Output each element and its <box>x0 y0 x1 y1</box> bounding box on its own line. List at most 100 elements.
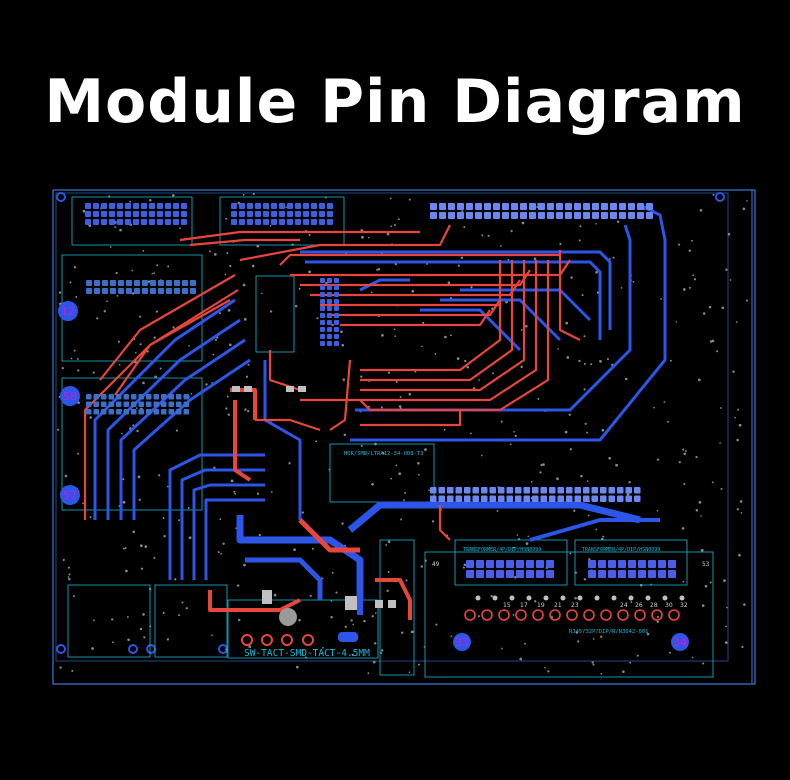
header-pin <box>86 280 92 286</box>
via <box>683 452 687 456</box>
via <box>222 542 225 545</box>
header-pin <box>549 495 556 502</box>
header-pin <box>157 211 163 217</box>
header-pin <box>583 203 590 210</box>
via <box>428 489 430 492</box>
via <box>746 200 748 202</box>
header-pin <box>334 306 339 311</box>
header-pin <box>176 409 182 415</box>
rj45-pin <box>532 609 544 621</box>
via <box>559 242 562 246</box>
header-pin <box>327 203 333 209</box>
via <box>564 430 568 434</box>
header-pin <box>85 219 91 225</box>
header-pin <box>638 560 646 568</box>
via <box>185 607 188 610</box>
via <box>726 606 728 609</box>
switch-pad <box>261 634 273 646</box>
top-copper-traces <box>83 224 581 620</box>
via <box>709 340 713 343</box>
header-pin <box>520 212 527 219</box>
via <box>139 544 143 548</box>
via <box>114 226 117 229</box>
header-pin <box>610 212 617 219</box>
via <box>683 482 686 486</box>
header-pin <box>149 203 155 209</box>
header-pin <box>617 487 624 494</box>
header-pin <box>588 570 596 578</box>
header-pin <box>118 280 124 286</box>
header-pin <box>546 560 554 568</box>
designator-34: 34 <box>673 636 687 649</box>
via <box>220 552 223 555</box>
pad <box>298 386 306 392</box>
via <box>233 490 236 493</box>
via <box>414 370 417 373</box>
via <box>325 281 328 285</box>
header-pin <box>153 409 159 415</box>
via <box>252 192 255 196</box>
via <box>242 193 245 196</box>
via <box>721 306 725 310</box>
via <box>68 573 71 576</box>
via <box>153 336 156 339</box>
via <box>512 613 515 616</box>
jack-number: 32 <box>680 602 688 609</box>
header-pin <box>327 334 332 339</box>
via <box>667 420 669 423</box>
via <box>408 392 412 396</box>
via <box>139 343 142 346</box>
header-pin <box>540 495 547 502</box>
header-pin <box>295 211 301 217</box>
jack-number: 17 <box>520 602 528 609</box>
via <box>129 200 132 203</box>
via <box>584 422 587 425</box>
header-pin <box>583 495 590 502</box>
via <box>745 299 748 302</box>
via <box>293 548 296 552</box>
via <box>75 295 78 298</box>
via <box>599 360 602 363</box>
via <box>735 321 738 323</box>
via <box>569 552 572 555</box>
rj45-pin <box>498 609 510 621</box>
via <box>237 618 241 622</box>
header-pin <box>157 203 163 209</box>
header-pin <box>327 306 332 311</box>
via <box>732 370 735 373</box>
via <box>77 401 80 404</box>
header-pin <box>181 203 187 209</box>
via <box>137 475 141 479</box>
header-pin <box>439 212 446 219</box>
via <box>149 198 152 202</box>
header-pin <box>327 211 333 217</box>
header-pin <box>439 203 446 210</box>
via <box>702 662 705 665</box>
header-pin <box>334 327 339 332</box>
header-pin <box>502 212 509 219</box>
mounting-hole-bottom-left <box>56 644 66 654</box>
transformer-label-right: TRANSFORMER/4P/DIP/HSN0099 <box>582 547 660 553</box>
via <box>126 615 129 618</box>
header-pin <box>464 495 471 502</box>
trace-top <box>330 299 501 317</box>
header-pin <box>255 219 261 225</box>
via-field <box>57 192 748 675</box>
header-pin <box>320 306 325 311</box>
board-outline <box>52 189 756 685</box>
via <box>734 416 736 419</box>
via <box>213 253 217 256</box>
via <box>228 343 232 347</box>
header-pin <box>566 495 573 502</box>
rj45-pin-small <box>679 595 685 601</box>
via <box>524 642 527 645</box>
via <box>143 636 146 639</box>
jack-number: 24 <box>620 602 628 609</box>
header-pin <box>520 203 527 210</box>
jack-number: 15 <box>503 602 511 609</box>
via <box>569 448 572 451</box>
via <box>682 288 686 291</box>
header-pin <box>334 320 339 325</box>
via <box>122 547 125 550</box>
